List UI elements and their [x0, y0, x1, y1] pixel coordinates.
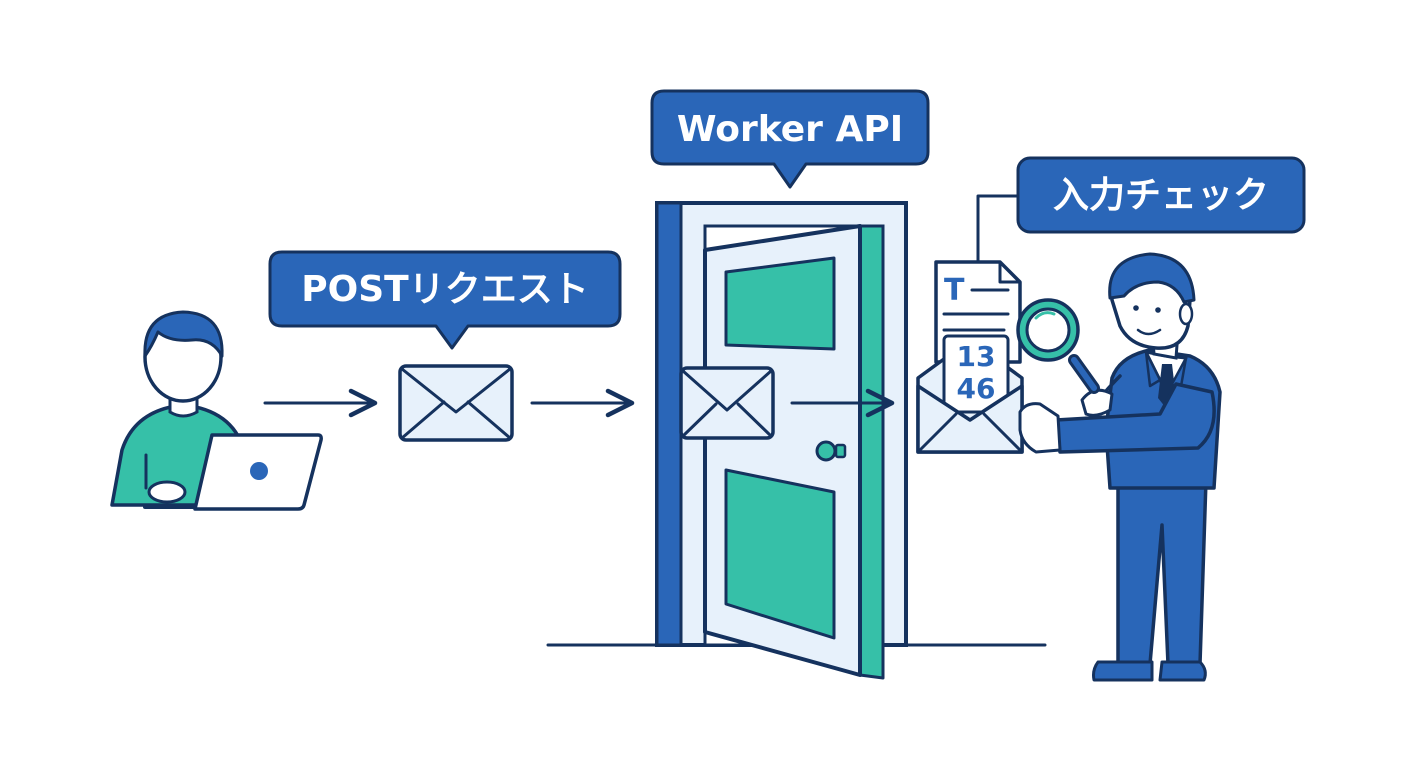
- numbers-bottom: 46: [957, 372, 996, 405]
- input-check-bubble: 入力チェック: [976, 156, 1306, 264]
- numbers-top: 13: [957, 340, 996, 373]
- user-at-laptop-icon: [110, 310, 323, 511]
- input-check-label: 入力チェック: [1053, 175, 1269, 216]
- post-request-bubble: POSTリクエスト: [268, 250, 622, 350]
- envelope-with-numbers: 13 46: [916, 334, 1024, 454]
- door-knob: [815, 440, 837, 462]
- magnifying-glass-icon: [1016, 298, 1100, 394]
- open-door-icon: [655, 201, 908, 680]
- post-request-label: POSTリクエスト: [301, 269, 588, 310]
- envelope-icon: [398, 364, 514, 442]
- businessman-with-magnifier-icon: [1018, 252, 1222, 682]
- worker-api-label: Worker API: [677, 109, 903, 150]
- document-header-letter: T: [944, 273, 965, 308]
- envelope-icon: [679, 366, 775, 440]
- worker-api-bubble: Worker API: [650, 89, 930, 189]
